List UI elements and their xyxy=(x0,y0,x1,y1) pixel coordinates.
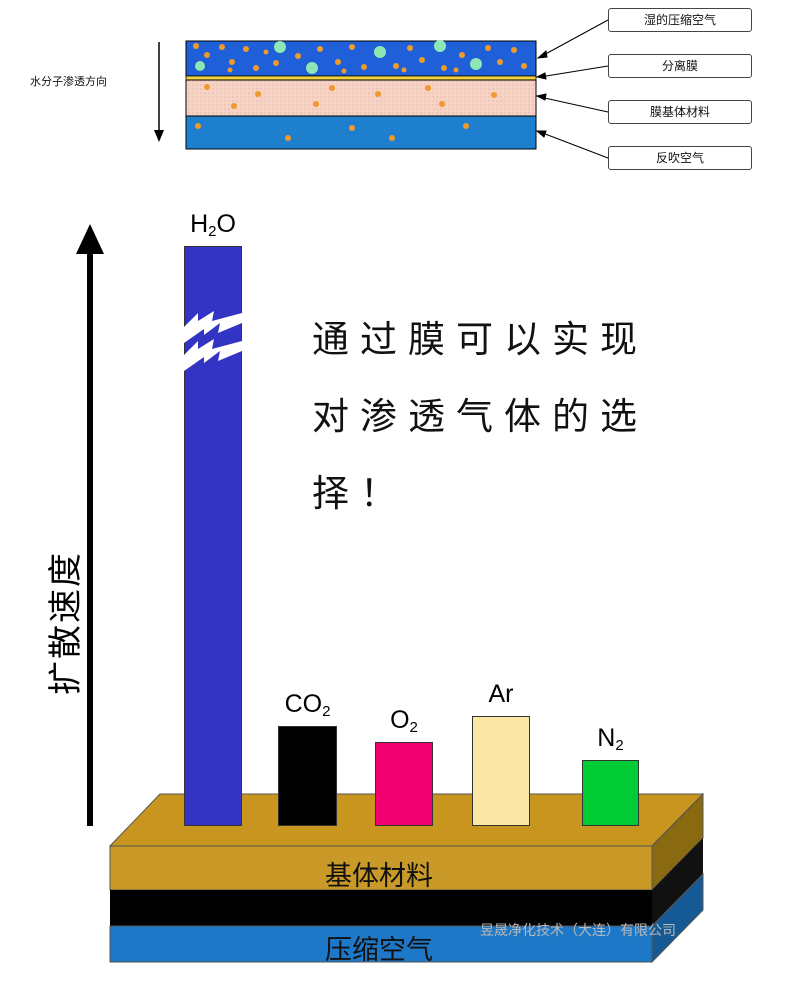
membrane-front-face xyxy=(110,890,652,926)
callout-wet-compressed-air: 湿的压缩空气 xyxy=(608,8,752,32)
compressed-air-label: 压缩空气 xyxy=(325,935,433,966)
membrane-substrate-layer xyxy=(185,79,537,117)
y-axis-arrow xyxy=(76,224,104,826)
company-watermark: 昱晟净化技术（大连）有限公司 xyxy=(480,923,676,939)
gas-bar-ar xyxy=(472,716,530,826)
gas-label-ar: Ar xyxy=(488,680,514,708)
callout-leaders xyxy=(535,19,609,159)
statement-line-1: 通过膜可以实现 xyxy=(312,318,648,361)
substrate-particles xyxy=(204,84,497,109)
gas-label-n2: N2 xyxy=(597,724,624,754)
y-axis-label: 扩散速度 xyxy=(46,551,86,695)
callout-membrane-substrate: 膜基体材料 xyxy=(608,100,752,124)
membrane-cross-section-graphic xyxy=(154,19,609,159)
axis-break-mark xyxy=(184,311,242,371)
base-slab xyxy=(108,792,705,964)
gas-bar-co2 xyxy=(278,726,337,826)
purge-air-layer xyxy=(185,115,537,150)
membrane-side-face xyxy=(652,838,703,926)
substrate-front-face xyxy=(109,845,653,891)
callout-purge-air: 反吹空气 xyxy=(608,146,752,170)
separation-membrane-layer xyxy=(185,75,537,81)
wet-air-layer xyxy=(185,40,537,77)
callout-separation-membrane: 分离膜 xyxy=(608,54,752,78)
air-front-face xyxy=(109,925,653,963)
substrate-label: 基体材料 xyxy=(325,861,433,892)
statement-line-2: 对渗透气体的选 xyxy=(312,395,648,438)
gas-bar-h2o xyxy=(184,246,242,826)
statement-line-3: 择！ xyxy=(312,472,408,515)
membrane-cross-section: 水分子渗透方向 湿的压缩空气 分离膜 膜基体材料 反吹空气 xyxy=(0,0,800,190)
wet-air-particles xyxy=(193,40,527,74)
air-side-face xyxy=(651,872,704,964)
gas-label-o2: O2 xyxy=(390,706,418,736)
gas-label-h2o: H2O xyxy=(190,210,236,240)
permeation-direction-label: 水分子渗透方向 xyxy=(30,75,107,88)
purge-particles xyxy=(195,123,469,141)
gas-bar-o2 xyxy=(375,742,433,826)
gas-label-co2: CO2 xyxy=(284,690,331,720)
permeation-direction-arrow xyxy=(154,42,164,142)
gas-bar-n2 xyxy=(582,760,639,826)
